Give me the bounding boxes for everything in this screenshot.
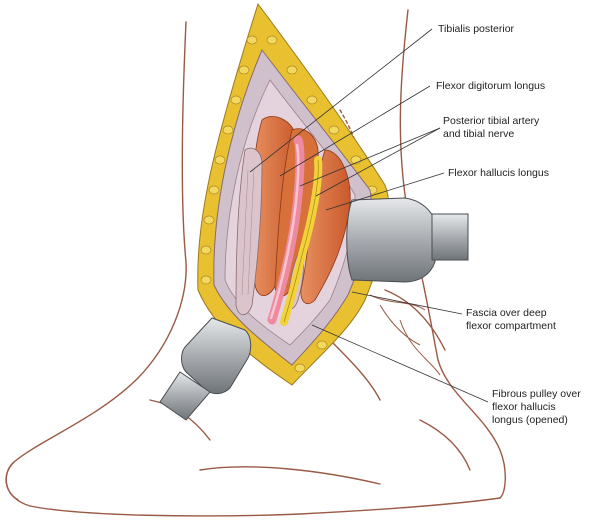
upper-retractor-blade [346, 197, 436, 283]
lower-retractor-handle [159, 371, 211, 421]
leader-flexor-digitorum-longus [279, 85, 431, 177]
leader-flexor-hallucis-longus [325, 172, 445, 211]
neurovascular-bundle [267, 135, 323, 326]
nerve-outline [283, 159, 319, 323]
leg-outline [5, 9, 506, 517]
leader-fascia [351, 291, 463, 315]
label-fascia-deep-flexor: Fascia over deep flexor compartment [466, 307, 556, 332]
posterior-leg-contour [399, 9, 506, 499]
tibialis-posterior-tendon [235, 147, 263, 316]
leader-fibrous-pulley [311, 324, 489, 403]
leader-artery-nerve-b [315, 127, 441, 197]
artery-highlight [269, 143, 300, 320]
heel-crease [419, 419, 471, 471]
tendon-striations [241, 169, 255, 296]
label-posterior-tibial-artery-nerve: Posterior tibial artery and tibial nerve [443, 115, 540, 140]
label-fibrous-pulley: Fibrous pulley over flexor hallucis long… [492, 388, 581, 426]
malleolus-line [329, 339, 381, 401]
fat-lobules [200, 35, 378, 373]
upper-retractor-handle [431, 213, 469, 261]
leader-artery-nerve-a [299, 127, 441, 187]
lower-retractor [159, 317, 252, 421]
ankle-skin-line [384, 289, 446, 351]
lower-retractor-blade [181, 317, 252, 395]
toe-contour [5, 461, 19, 501]
leader-lines [249, 28, 489, 403]
sole-crease [199, 466, 381, 485]
label-tibialis-posterior: Tibialis posterior [438, 23, 515, 35]
calcaneal-branches [369, 294, 441, 376]
posterior-tibial-artery [267, 135, 305, 325]
upper-retractor [346, 197, 469, 283]
leader-tibialis-posterior [249, 28, 433, 173]
label-flexor-digitorum-longus: Flexor digitorum longus [436, 80, 546, 92]
label-flexor-hallucis-longus: Flexor hallucis longus [448, 167, 549, 179]
